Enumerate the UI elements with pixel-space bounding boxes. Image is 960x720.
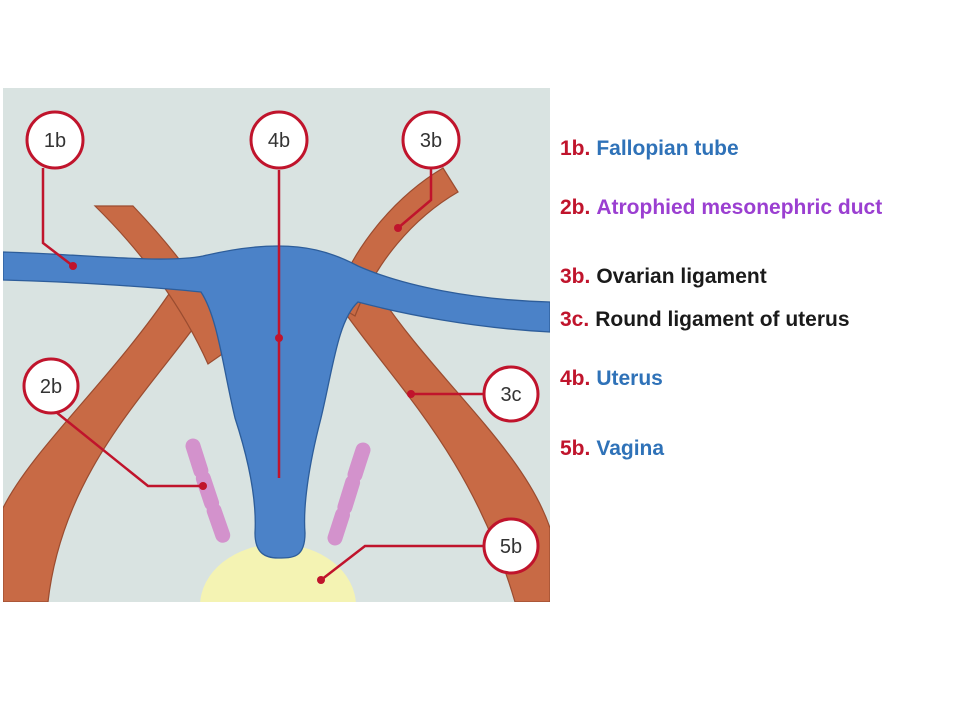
callout-bubble-4b: 4b (249, 110, 309, 170)
legend-code: 3b. (560, 265, 591, 288)
legend-text: Vagina (596, 437, 665, 460)
callout-dots (69, 224, 415, 584)
callout-bubble-2b: 2b (22, 357, 80, 415)
legend-code: 1b. (560, 137, 591, 160)
callout-bubble-1b: 1b (25, 110, 85, 170)
legend-code: 3c. (560, 308, 590, 331)
callout-line-2b (50, 407, 203, 488)
legend-code: 5b. (560, 437, 591, 460)
svg-text:3b: 3b (420, 130, 442, 152)
legend: 1b.Fallopian tube 2b.Atrophied mesonephr… (560, 0, 950, 720)
callout-line-5b (320, 544, 487, 581)
svg-text:4b: 4b (268, 130, 290, 152)
callout-lines (41, 168, 487, 581)
mesonephric-duct-right (327, 442, 371, 546)
callout-bubble-3b: 3b (401, 110, 461, 170)
callout-bubble-3c: 3c (482, 365, 540, 423)
legend-text: Fallopian tube (596, 137, 739, 160)
legend-text: Atrophied mesonephric duct (596, 196, 883, 219)
legend-text: Ovarian ligament (596, 265, 767, 288)
callout-line-3b (397, 168, 433, 229)
legend-text: Round ligament of uterus (595, 308, 850, 331)
callout-dot-3b (394, 224, 402, 232)
legend-item-4b: 4b.Uterus (560, 367, 663, 391)
callout-bubbles: 1b 4b 3b 2b 3c 5b (22, 110, 540, 575)
legend-item-3b: 3b.Ovarian ligament (560, 265, 767, 289)
legend-code: 4b. (560, 367, 591, 390)
svg-text:2b: 2b (40, 376, 62, 398)
callout-dot-3c (407, 390, 415, 398)
legend-item-3c: 3c.Round ligament of uterus (560, 308, 850, 332)
svg-text:5b: 5b (500, 536, 522, 558)
svg-text:1b: 1b (44, 130, 66, 152)
callout-dot-4b (275, 334, 283, 342)
svg-text:3c: 3c (500, 384, 521, 406)
legend-code: 2b. (560, 196, 591, 219)
callout-line-1b (41, 168, 74, 267)
legend-item-1b: 1b.Fallopian tube (560, 137, 739, 161)
mesonephric-duct-left (185, 438, 231, 544)
callout-dot-2b (199, 482, 207, 490)
anatomy-diagram: 1b 4b 3b 2b 3c 5b (3, 88, 550, 602)
legend-text: Uterus (596, 367, 663, 390)
callout-dot-5b (317, 576, 325, 584)
legend-item-5b: 5b.Vagina (560, 437, 664, 461)
legend-item-2b: 2b.Atrophied mesonephric duct (560, 196, 882, 220)
vagina-shape (200, 544, 356, 602)
callout-dot-1b (69, 262, 77, 270)
callout-bubble-5b: 5b (482, 517, 540, 575)
